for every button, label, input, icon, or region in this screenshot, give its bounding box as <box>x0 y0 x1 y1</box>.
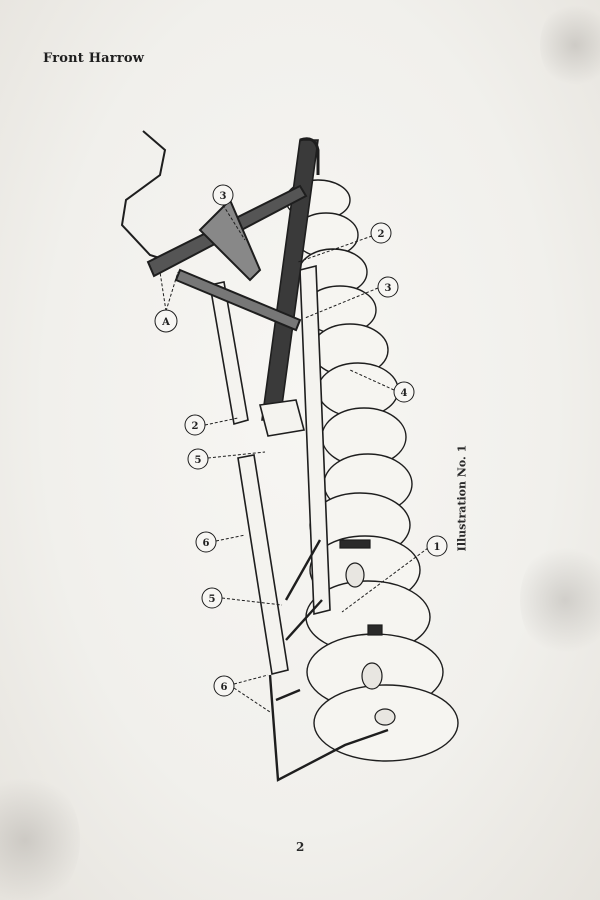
hub <box>361 662 383 690</box>
brace-bar <box>284 539 322 601</box>
center-beam <box>299 264 331 616</box>
callout-A: A <box>154 271 179 333</box>
spool <box>367 624 383 636</box>
lever-handle <box>120 130 173 263</box>
page-number: 2 <box>296 840 305 854</box>
rear-rail <box>237 454 289 675</box>
svg-text:3: 3 <box>220 191 227 202</box>
svg-text:3: 3 <box>385 283 392 294</box>
svg-text:4: 4 <box>401 388 408 399</box>
svg-text:2: 2 <box>192 421 199 432</box>
hub <box>345 562 365 588</box>
svg-text:6: 6 <box>203 538 210 549</box>
svg-text:1: 1 <box>434 542 441 553</box>
rear-bar <box>268 674 389 782</box>
svg-text:6: 6 <box>221 682 228 693</box>
svg-text:A: A <box>161 317 170 328</box>
paper-stain <box>540 0 600 90</box>
frame-rails <box>209 139 331 675</box>
svg-text:5: 5 <box>195 455 202 466</box>
callout-5-upper: 5 <box>187 448 266 470</box>
callout-2-left: 2 <box>184 414 239 436</box>
hitch-assembly <box>120 130 320 332</box>
front-rail <box>209 281 249 426</box>
gang-bar <box>259 399 305 437</box>
illustration-caption: Illustration No. 1 <box>455 444 469 552</box>
disc-hubs <box>339 539 396 726</box>
callouts: 3 2 3 A 4 <box>154 184 448 713</box>
paper-stain <box>520 540 600 660</box>
side-bar <box>275 688 301 702</box>
callout-4: 4 <box>349 369 415 403</box>
callout-6-upper: 6 <box>195 531 246 553</box>
callout-2-top: 2 <box>297 222 392 263</box>
callout-1: 1 <box>341 535 448 613</box>
brace-bar <box>285 599 323 641</box>
rear-frame <box>268 539 389 782</box>
spool <box>339 539 371 549</box>
callout-6-lower: 6 <box>213 674 271 713</box>
callout-3-top: 3 <box>212 184 246 241</box>
callout-3-right: 3 <box>304 276 399 319</box>
front-hook <box>299 137 320 175</box>
svg-text:2: 2 <box>378 229 385 240</box>
spring-link <box>198 198 262 282</box>
callout-5-lower: 5 <box>201 587 283 609</box>
page-title: Front Harrow <box>43 51 145 66</box>
hitch-brace <box>174 268 302 332</box>
hub <box>374 708 396 726</box>
svg-text:5: 5 <box>209 594 216 605</box>
